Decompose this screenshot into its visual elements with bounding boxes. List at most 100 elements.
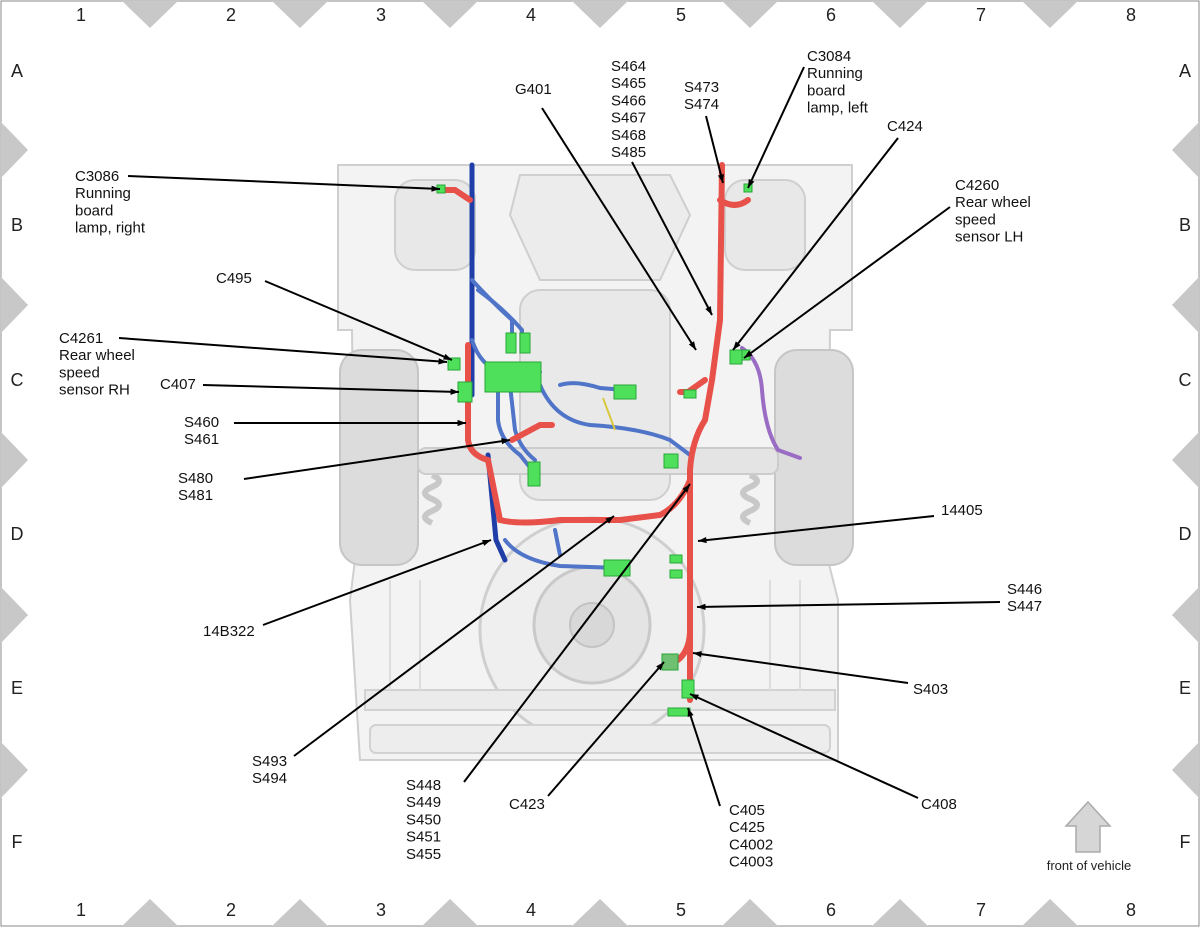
border-tab — [1, 432, 28, 488]
callout-c423: C423 — [509, 796, 545, 813]
callout-line: S460 — [184, 414, 219, 431]
grid-label: 5 — [676, 5, 686, 25]
arrowhead — [501, 438, 510, 445]
arrowhead — [697, 603, 706, 610]
border-tab — [722, 1, 778, 28]
leader-line — [127, 175, 441, 190]
grid-label: 8 — [1126, 900, 1136, 920]
left-border-tabs — [1, 122, 28, 798]
callout-line: S455 — [406, 846, 441, 863]
leader-line — [747, 66, 805, 189]
arrowhead — [705, 306, 712, 315]
border-tab — [1, 277, 28, 333]
grid-label: 1 — [76, 900, 86, 920]
border-tab — [1172, 587, 1199, 643]
grid-label: C — [11, 370, 24, 390]
connector-c423 — [661, 653, 679, 671]
grid-label: E — [1179, 678, 1191, 698]
leader-line — [696, 601, 1001, 608]
arrowhead — [438, 358, 447, 365]
callout-line: C4261 — [59, 330, 103, 347]
callout-line: S464 — [611, 58, 646, 75]
leader-line — [293, 515, 615, 757]
bottom-border-tabs — [122, 899, 1078, 926]
grid-label: 8 — [1126, 5, 1136, 25]
callout-line: S451 — [406, 829, 441, 846]
grid-label: B — [11, 215, 23, 235]
callout-line: C3086 — [75, 168, 119, 185]
arrowhead — [431, 185, 440, 192]
connectors — [436, 183, 753, 717]
callout-line: S467 — [611, 110, 646, 127]
arrowhead — [690, 694, 699, 701]
leader-line — [743, 206, 951, 359]
arrowhead — [443, 353, 452, 360]
leader-line — [631, 161, 713, 316]
callout-c407: C407 — [160, 376, 196, 393]
callout-line: C425 — [729, 819, 765, 836]
callout-line: 14405 — [941, 502, 983, 519]
callout-line: S448 — [406, 777, 441, 794]
callout-g401: G401 — [515, 81, 552, 98]
callout-line: C405 — [729, 802, 765, 819]
grid-label: D — [11, 524, 24, 544]
callout-b14405: 14405 — [941, 502, 983, 519]
border-tab — [1, 587, 28, 643]
callout-b14b322: 14B322 — [203, 623, 255, 640]
border-tab — [422, 899, 478, 926]
callout-line: speed — [59, 364, 100, 381]
callout-line: S474 — [684, 96, 719, 113]
callout-line: board — [75, 202, 113, 219]
border-tab — [422, 1, 478, 28]
leader-line — [689, 693, 919, 799]
callout-line: S450 — [406, 811, 441, 828]
leader-line — [687, 707, 721, 807]
callout-line: S449 — [406, 794, 441, 811]
connector-cluster-c4 — [484, 361, 542, 393]
callout-line: sensor LH — [955, 229, 1023, 246]
grid-label: 7 — [976, 900, 986, 920]
connector-c424 — [729, 349, 743, 365]
callout-line: C4002 — [729, 836, 773, 853]
border-tab — [122, 1, 178, 28]
callout-line: S447 — [1007, 598, 1042, 615]
arrowhead — [682, 484, 690, 493]
grid-label: 1 — [76, 5, 86, 25]
border-tab — [722, 899, 778, 926]
arrowhead — [688, 341, 696, 350]
harness-yellow — [602, 397, 616, 431]
border-tab — [1, 742, 28, 798]
arrowhead — [748, 179, 755, 188]
grid-label: A — [11, 61, 23, 81]
arrowhead — [744, 350, 753, 358]
border-tab — [272, 899, 328, 926]
callout-line: G401 — [515, 81, 552, 98]
callout-line: speed — [955, 211, 996, 228]
leader-line — [705, 115, 724, 184]
border-tab — [1172, 122, 1199, 178]
callout-line: lamp, left — [807, 100, 869, 117]
border-tab — [1022, 1, 1078, 28]
grid-label: F — [1180, 832, 1191, 852]
arrowhead — [717, 174, 724, 183]
callout-line: Rear wheel — [955, 194, 1031, 211]
callout-line: S481 — [178, 487, 213, 504]
grid-label: 6 — [826, 5, 836, 25]
vehicle-underbody — [337, 164, 854, 761]
grid-label: D — [1179, 524, 1192, 544]
grid-label: 2 — [226, 900, 236, 920]
callout-c408: C408 — [921, 796, 957, 813]
leader-line — [264, 280, 453, 361]
callout-line: S461 — [184, 431, 219, 448]
grid-label: 4 — [526, 900, 536, 920]
